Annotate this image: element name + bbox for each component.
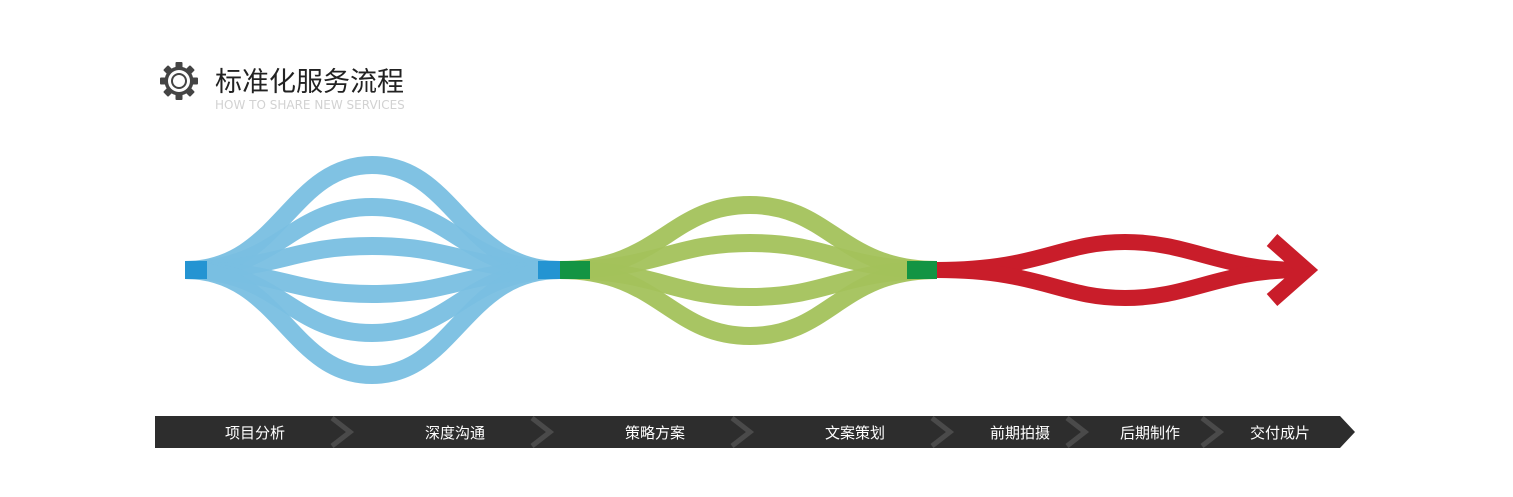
chevron-separator-icon: [730, 416, 755, 448]
green-strand: [559, 233, 938, 279]
green-strand-group: [559, 195, 938, 346]
green-node: [907, 261, 937, 279]
red-strand: [936, 262, 1301, 307]
blue-node: [185, 261, 207, 279]
step-label-3: 策略方案: [624, 424, 685, 442]
page-subtitle: HOW TO SHARE NEW SERVICES: [215, 98, 405, 112]
red-strand-group: [936, 233, 1319, 307]
green-strand: [559, 261, 938, 346]
step-bar-background: [155, 416, 1355, 448]
blue-strand-group: [184, 155, 561, 385]
chevron-separator-icon: [1200, 416, 1225, 448]
chevron-separator-icon: [930, 416, 955, 448]
page-title: 标准化服务流程: [215, 67, 404, 98]
step-label-2: 深度沟通: [424, 424, 485, 442]
green-node: [560, 261, 590, 279]
blue-strand: [184, 236, 561, 279]
step-bar: 项目分析 深度沟通 策略方案 文案策划 前期拍摄 后期制作 交付成片: [155, 416, 1355, 448]
step-label-6: 后期制作: [1119, 424, 1180, 442]
chevron-separator-icon: [330, 416, 355, 448]
step-bar-fill: [155, 416, 1355, 448]
chevron-separator-icon: [530, 416, 555, 448]
process-flow-diagram: [184, 155, 1319, 385]
step-label-1: 项目分析: [224, 424, 285, 442]
blue-strand: [184, 261, 561, 385]
gear-icon: [160, 62, 198, 100]
step-label-4: 文案策划: [824, 424, 885, 442]
red-strand: [936, 233, 1301, 278]
step-separators: [330, 416, 1225, 448]
chevron-separator-icon: [1065, 416, 1090, 448]
arrow-head-icon: [1266, 234, 1319, 306]
step-label-5: 前期拍摄: [989, 424, 1050, 442]
blue-node: [538, 261, 560, 279]
step-label-7: 交付成片: [1249, 424, 1310, 442]
